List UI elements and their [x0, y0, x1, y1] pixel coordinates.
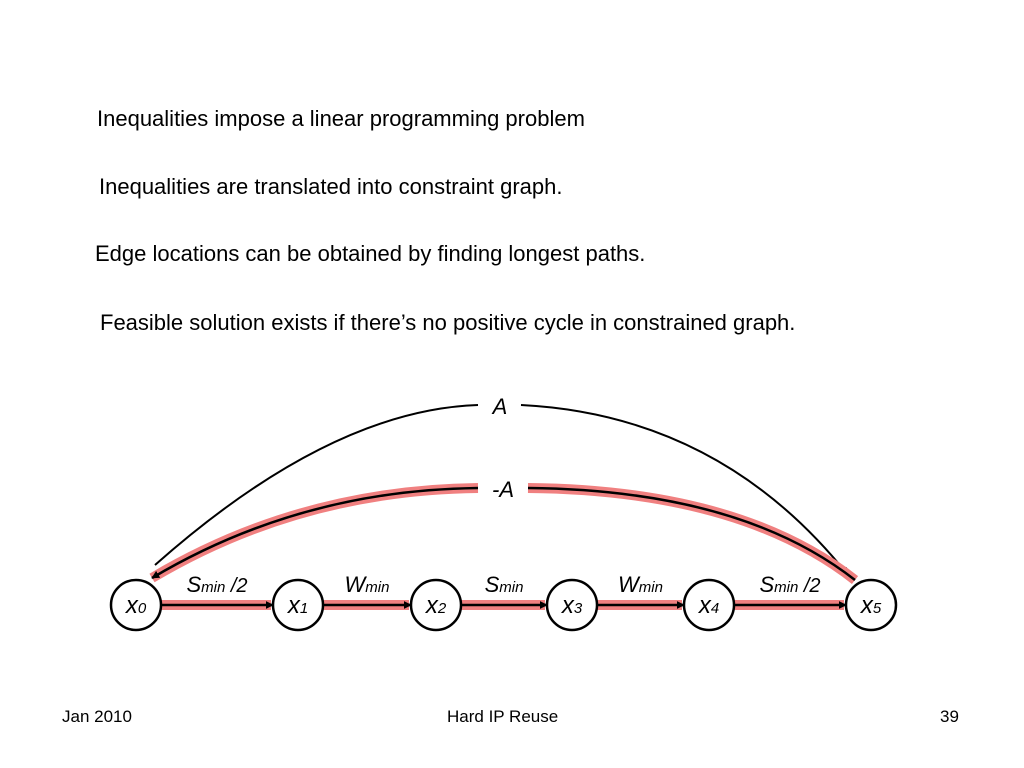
arc-backward-label: -A	[492, 477, 514, 502]
arc-backward	[149, 483, 859, 584]
node-circle	[682, 578, 736, 632]
bullet-2: Inequalities are translated into constra…	[99, 174, 563, 199]
node-label: x2	[425, 592, 447, 619]
footer-page-number: 39	[940, 707, 959, 726]
edge-weight-label: Smin	[485, 572, 524, 597]
node-label: x1	[287, 592, 308, 619]
arc-forward-label: A	[491, 394, 508, 419]
edge-weight-label: Wmin	[345, 572, 390, 597]
edge-weight-label: Smin /2	[759, 572, 820, 597]
footer-date: Jan 2010	[62, 707, 132, 726]
node-circle	[409, 578, 463, 632]
node-label: x5	[860, 592, 882, 619]
arc-forward-left	[154, 404, 479, 566]
edge-weight-label: Wmin	[618, 572, 663, 597]
footer-title: Hard IP Reuse	[447, 707, 559, 726]
node-circle	[844, 578, 898, 632]
node-circle	[545, 578, 599, 632]
bullet-1: Inequalities impose a linear programming…	[97, 106, 585, 131]
node-label: x3	[561, 592, 583, 619]
edge-weight-label: Smin /2	[186, 572, 247, 597]
arc-forward-right	[520, 404, 849, 576]
node-label: x4	[698, 592, 719, 619]
node-circle	[271, 578, 325, 632]
node-circle	[109, 578, 163, 632]
node-label: x0	[125, 592, 147, 619]
bullet-3: Edge locations can be obtained by findin…	[95, 241, 646, 266]
bullet-4: Feasible solution exists if there’s no p…	[100, 310, 796, 335]
